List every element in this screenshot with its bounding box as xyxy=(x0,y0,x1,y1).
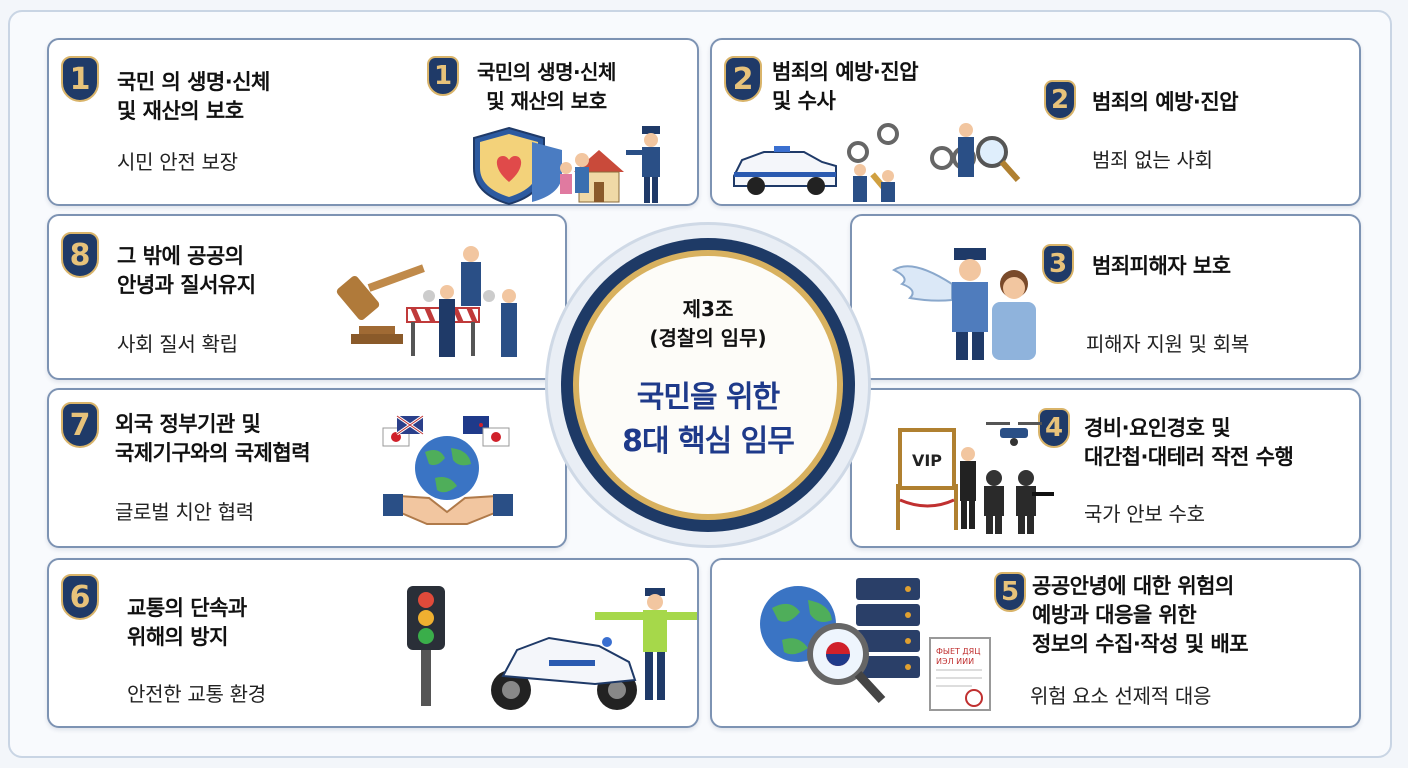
police-officer-icon xyxy=(595,588,697,700)
number-badge: 2 xyxy=(1044,80,1076,120)
center-headline-2: 8대 핵심 임무 xyxy=(622,424,795,459)
drone-icon xyxy=(986,422,1042,446)
police-car-icon xyxy=(733,146,837,195)
motorcycle-icon xyxy=(491,636,637,710)
duty-title: 범죄의 예방·진압 및 수사 xyxy=(772,60,919,113)
globe-icon xyxy=(415,436,479,500)
number-badge: 4 xyxy=(1038,408,1070,448)
crime-prevention-illustration xyxy=(733,123,1021,202)
shield-icon xyxy=(473,126,545,206)
police-officer-icon xyxy=(423,246,517,357)
police-officer-icon xyxy=(853,123,974,202)
number-badge: 7 xyxy=(61,402,99,448)
duty-title-illustration: 국민의 생명·신체 및 재산의 보호 xyxy=(477,60,616,113)
victim-icon xyxy=(992,270,1036,360)
server-icon xyxy=(856,578,920,678)
shield-family-illustration xyxy=(473,126,660,206)
number-badge: 6 xyxy=(61,574,99,620)
police-officer-icon xyxy=(626,126,660,203)
handshake-icon xyxy=(383,494,513,525)
duty-subtitle: 국가 안보 수호 xyxy=(1084,502,1205,526)
center-article: 제3조 xyxy=(682,297,734,321)
security-operations-illustration: VIP xyxy=(896,422,1054,534)
duty-subtitle: 시민 안전 보장 xyxy=(117,150,238,174)
duty-title: 경비·요인경호 및 대간첩·대테러 작전 수행 xyxy=(1084,416,1294,469)
number-badge: 8 xyxy=(61,232,99,278)
number-badge: 5 xyxy=(994,572,1026,612)
victim-protection-illustration xyxy=(892,248,1036,360)
magnifier-icon xyxy=(976,136,1021,182)
duty-card-6: 6 교통의 단속과 위해의 방지 안전한 교통 환경 xyxy=(47,558,699,728)
duty-title: 교통의 단속과 위해의 방지 xyxy=(127,596,247,649)
duty-card-5: 5 공공안녕에 대한 위험의 예방과 대응을 위한 정보의 수집·작성 및 배포… xyxy=(710,558,1361,728)
international-cooperation-illustration xyxy=(382,414,513,525)
duty-subtitle: 피해자 지원 및 회복 xyxy=(1086,332,1249,356)
duty-card-2: 2 범죄의 예방·진압 및 수사 2 범죄의 예방·진압 범죄 없는 사회 xyxy=(710,38,1361,206)
duty-subtitle: 안전한 교통 환경 xyxy=(127,682,266,706)
duty-card-4: 4 경비·요인경호 및 대간첩·대테러 작전 수행 국가 안보 수호 VIP xyxy=(850,388,1361,548)
vip-sign-icon: VIP xyxy=(896,428,958,530)
number-badge: 1 xyxy=(427,56,459,96)
handcuffs-icon xyxy=(847,123,976,170)
traffic-light-icon xyxy=(407,586,445,706)
duty-title: 공공안녕에 대한 위험의 예방과 대응을 위한 정보의 수집·작성 및 배포 xyxy=(1032,574,1249,656)
swat-icon xyxy=(984,470,1054,534)
wings-icon xyxy=(892,265,953,302)
flag-icon xyxy=(382,414,510,447)
duty-subtitle: 글로벌 치안 협력 xyxy=(115,500,254,524)
duty-card-7: 7 외국 정부기관 및 국제기구와의 국제협력 글로벌 치안 협력 xyxy=(47,388,567,548)
center-circle xyxy=(579,256,837,514)
duty-subtitle: 사회 질서 확립 xyxy=(117,332,238,356)
number-badge: 3 xyxy=(1042,244,1074,284)
duty-card-1: 1 국민 의 생명·신체 및 재산의 보호 시민 안전 보장 1 국민의 생명·… xyxy=(47,38,699,206)
duty-subtitle: 범죄 없는 사회 xyxy=(1092,148,1213,172)
police-officer-icon xyxy=(952,248,988,360)
center-article-title: (경찰의 임무) xyxy=(649,326,767,350)
duty-title: 그 밖에 공공의 안녕과 질서유지 xyxy=(117,244,256,297)
duty-subtitle: 위험 요소 선제적 대응 xyxy=(1030,684,1212,708)
duty-card-3: 3 범죄피해자 보호 피해자 지원 및 회복 xyxy=(850,214,1361,380)
vip-sign-label: VIP xyxy=(912,451,942,470)
magnifier-icon xyxy=(807,623,886,704)
gavel-icon xyxy=(336,264,425,344)
center-headline: 국민을 위한 xyxy=(636,380,780,415)
duty-card-8: 8 그 밖에 공공의 안녕과 질서유지 사회 질서 확립 xyxy=(47,214,567,380)
bodyguard-icon xyxy=(960,447,976,529)
duty-title: 외국 정부기관 및 국제기구와의 국제협력 xyxy=(115,412,311,465)
duty-title-illustration: 범죄의 예방·진압 xyxy=(1092,90,1239,114)
duty-title: 범죄피해자 보호 xyxy=(1092,254,1231,278)
traffic-illustration xyxy=(407,586,697,710)
number-badge: 1 xyxy=(61,56,99,102)
number-badge: 2 xyxy=(724,56,762,102)
public-order-illustration xyxy=(336,246,517,357)
duty-title: 국민 의 생명·신체 및 재산의 보호 xyxy=(117,70,270,123)
